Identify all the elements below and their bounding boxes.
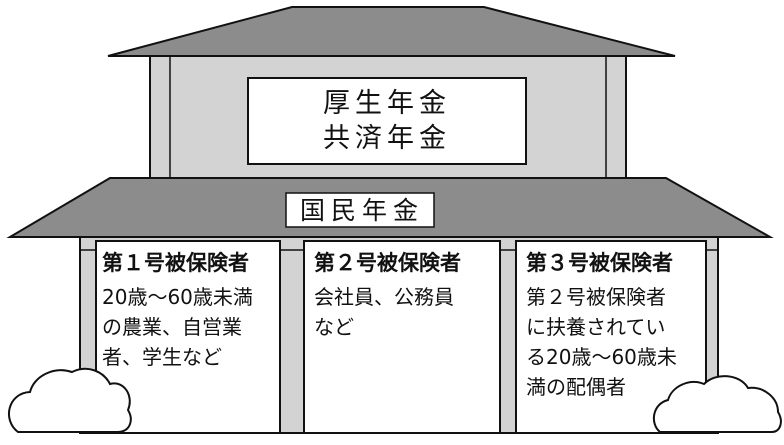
column-1-heading: 第１号被保険者 <box>102 251 249 275</box>
column-3-line-4: 満の配偶者 <box>526 375 626 399</box>
upper-sign <box>247 77 527 165</box>
column-3-line-2: に扶養されてい <box>526 315 665 339</box>
column-2-line-1: 会社員、公務員 <box>314 285 454 309</box>
column-1-line-2: の農業、自営業 <box>102 315 242 339</box>
left-cloud <box>8 367 132 433</box>
upper-sign-line-1: 厚生年金 <box>323 88 451 119</box>
column-panel-2 <box>303 240 501 434</box>
upper-sign-line-2: 共済年金 <box>323 123 451 154</box>
column-1-line-3: 者、学生など <box>102 345 222 369</box>
column-2-line-2: など <box>314 315 354 339</box>
foundation-band-label: 国民年金 <box>300 196 424 225</box>
right-cloud <box>652 375 782 433</box>
column-3-heading: 第３号被保険者 <box>526 251 673 275</box>
foundation-band <box>285 192 435 228</box>
column-3-line-1: 第２号被保険者 <box>526 285 666 309</box>
column-3-line-3: る20歳～60歳未 <box>526 345 677 369</box>
column-1-line-1: 20歳～60歳未満 <box>102 285 253 309</box>
top-roof <box>107 6 676 57</box>
column-2-heading: 第２号被保険者 <box>314 251 461 275</box>
